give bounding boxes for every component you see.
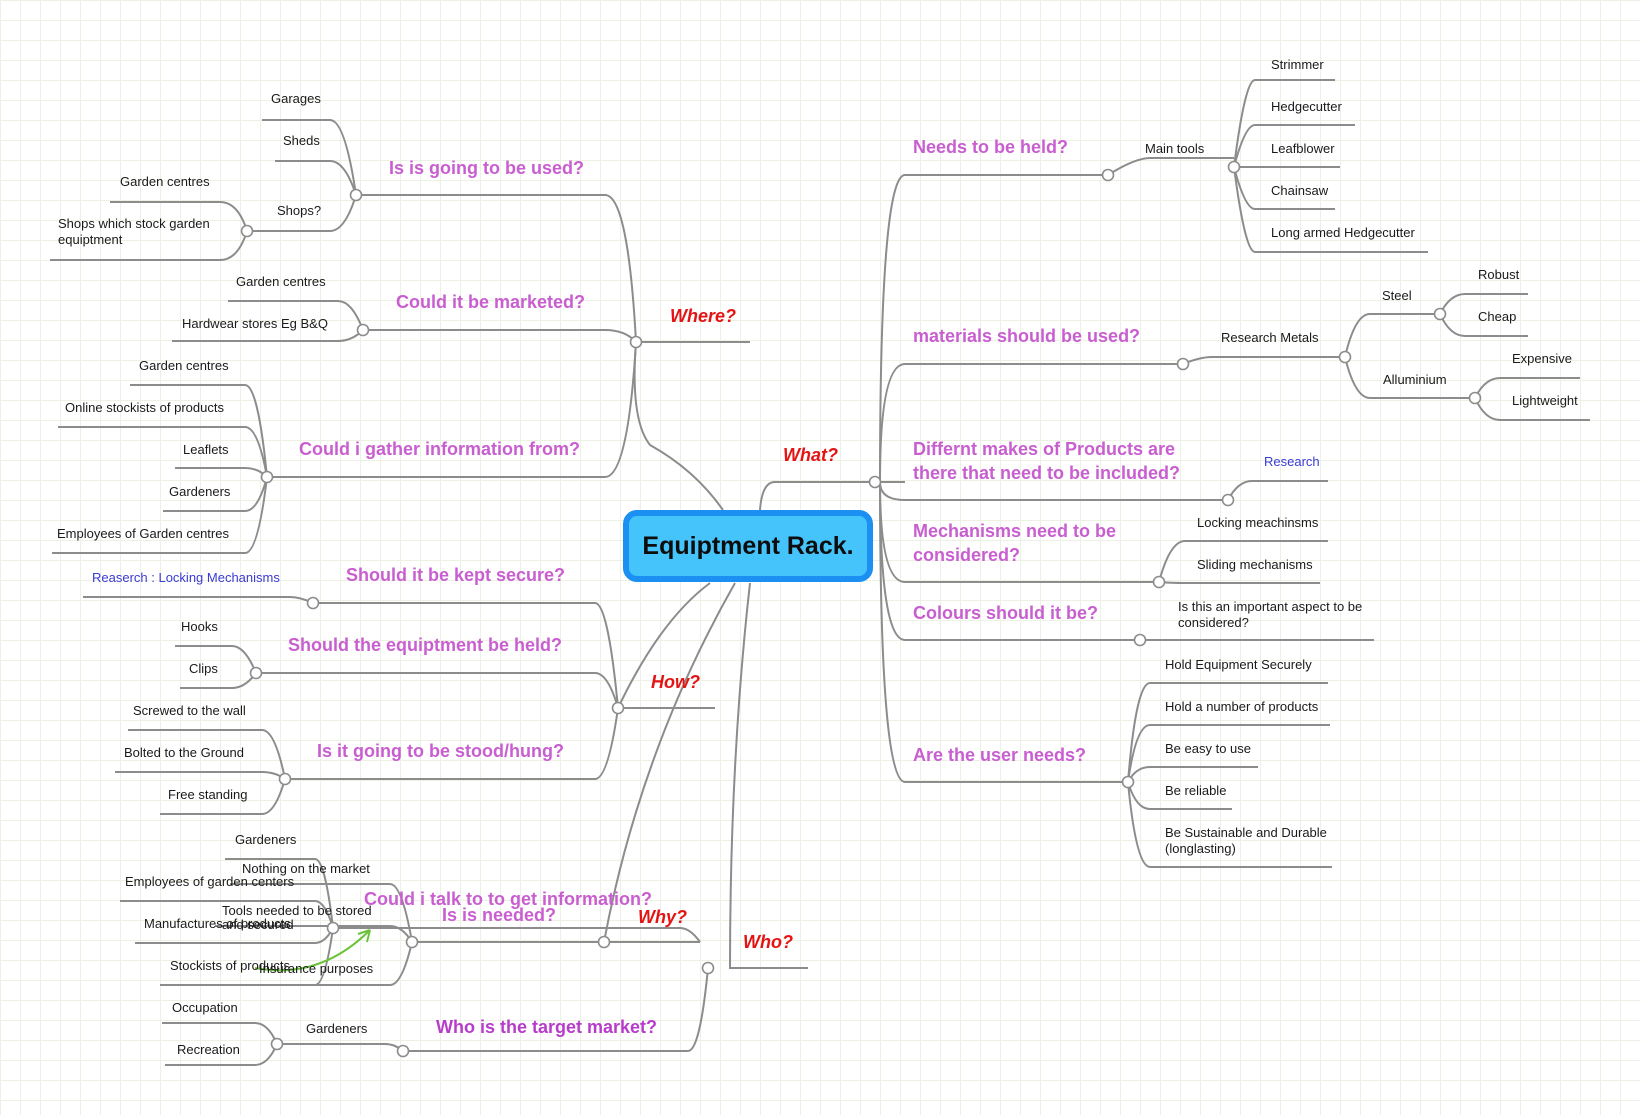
topic-needed[interactable]: Is is needed? (442, 905, 557, 925)
leaf-user-need[interactable]: Hold a number of products (1165, 699, 1319, 714)
topic-colours[interactable]: Colours should it be? (913, 603, 1098, 623)
topic-makes-line1[interactable]: Differnt makes of Products are (913, 439, 1176, 459)
topic-equipment-held[interactable]: Should the equiptment be held? (288, 635, 562, 655)
leaf-source[interactable]: Gardeners (169, 484, 231, 499)
topic-makes-line2[interactable]: there that need to be included? (913, 463, 1181, 483)
leaf-user-need[interactable]: Be reliable (1165, 783, 1227, 798)
leaf-gardener-type[interactable]: Occupation (172, 1000, 238, 1015)
leaf-reason-line1[interactable]: Tools needed to be stored (222, 903, 372, 918)
leaf-user-need[interactable]: Be easy to use (1165, 741, 1251, 756)
node-gardeners[interactable]: Gardeners (306, 1021, 368, 1036)
leaf-holder[interactable]: Hooks (181, 619, 218, 634)
leaf-market[interactable]: Hardwear stores Eg B&Q (182, 316, 328, 331)
topic-materials[interactable]: materials should be used? (913, 326, 1141, 346)
leaf-holder[interactable]: Clips (189, 661, 218, 676)
leaf-steel-property[interactable]: Robust (1478, 267, 1520, 282)
leaf-mounting[interactable]: Screwed to the wall (133, 703, 246, 718)
leaf-shop-line1[interactable]: Shops which stock garden (58, 216, 210, 231)
topic-target-market[interactable]: Who is the target market? (436, 1017, 658, 1037)
branch-how[interactable]: How? (651, 672, 700, 692)
leaf-user-need[interactable]: Hold Equipment Securely (1165, 657, 1312, 672)
node-steel[interactable]: Steel (1382, 288, 1412, 303)
leaf-tool[interactable]: Long armed Hedgecutter (1271, 225, 1415, 240)
leaf-tool[interactable]: Leafblower (1271, 141, 1335, 156)
topic-used[interactable]: Is is going to be used? (389, 158, 585, 178)
topic-mechanisms-line2[interactable]: considered? (913, 545, 1021, 565)
leaf-reason-line2[interactable]: and secured (222, 917, 294, 932)
leaf-user-need-line2[interactable]: (longlasting) (1165, 841, 1236, 856)
branch-where[interactable]: Where? (670, 306, 737, 326)
branch-who[interactable]: Who? (743, 932, 793, 952)
leaf-colours-note-line1[interactable]: Is this an important aspect to be (1178, 599, 1363, 614)
topic-gather[interactable]: Could i gather information from? (299, 439, 580, 459)
leaf-mechanism[interactable]: Locking meachinsms (1197, 515, 1319, 530)
branch-why[interactable]: Why? (638, 907, 687, 927)
leaf-tool[interactable]: Hedgecutter (1271, 99, 1342, 114)
branch-what[interactable]: What? (783, 445, 838, 465)
leaf-source[interactable]: Employees of Garden centres (57, 526, 229, 541)
leaf-aluminium-property[interactable]: Expensive (1512, 351, 1572, 366)
leaf-location[interactable]: Sheds (283, 133, 320, 148)
node-main-tools[interactable]: Main tools (1145, 141, 1205, 156)
leaf-mechanism[interactable]: Sliding mechanisms (1197, 557, 1313, 572)
leaf-colours-note-line2[interactable]: considered? (1178, 615, 1249, 630)
topic-marketed[interactable]: Could it be marketed? (396, 292, 586, 312)
leaf-tool[interactable]: Chainsaw (1271, 183, 1329, 198)
topic-secure[interactable]: Should it be kept secure? (346, 565, 566, 585)
leaf-source[interactable]: Online stockists of products (65, 400, 224, 415)
topic-mechanisms-line1[interactable]: Mechanisms need to be (913, 521, 1117, 541)
locking-mechanisms-link[interactable]: Reaserch : Locking Mechanisms (92, 570, 280, 585)
leaf-market[interactable]: Garden centres (236, 274, 326, 289)
leaf-reason[interactable]: Nothing on the market (242, 861, 370, 876)
leaf-shop[interactable]: Garden centres (120, 174, 210, 189)
node-shops[interactable]: Shops? (277, 203, 322, 218)
central-topic[interactable]: Equiptment Rack. (623, 510, 873, 582)
leaf-contact[interactable]: Stockists of products (170, 958, 290, 973)
topic-stood-hung[interactable]: Is it going to be stood/hung? (317, 741, 564, 761)
leaf-contact[interactable]: Manufactures of products (144, 916, 291, 931)
node-aluminium[interactable]: Alluminium (1383, 372, 1447, 387)
leaf-steel-property[interactable]: Cheap (1478, 309, 1517, 324)
leaf-source[interactable]: Leaflets (183, 442, 229, 457)
leaf-source[interactable]: Garden centres (139, 358, 229, 373)
research-link[interactable]: Research (1264, 454, 1320, 469)
topic-needs-held[interactable]: Needs to be held? (913, 137, 1069, 157)
leaf-mounting[interactable]: Free standing (168, 787, 248, 802)
leaf-reason[interactable]: Insurance purposes (259, 961, 374, 976)
leaf-contact[interactable]: Employees of garden centers (125, 874, 295, 889)
leaf-shop-line2[interactable]: equiptment (58, 232, 123, 247)
leaf-aluminium-property[interactable]: Lightweight (1512, 393, 1578, 408)
leaf-location[interactable]: Garages (271, 91, 321, 106)
leaf-gardener-type[interactable]: Recreation (177, 1042, 240, 1057)
leaf-contact[interactable]: Gardeners (235, 832, 297, 847)
leaf-mounting[interactable]: Bolted to the Ground (124, 745, 244, 760)
node-research-metals[interactable]: Research Metals (1221, 330, 1319, 345)
leaf-tool[interactable]: Strimmer (1271, 57, 1324, 72)
topic-user-needs[interactable]: Are the user needs? (913, 745, 1087, 765)
leaf-user-need-line1[interactable]: Be Sustainable and Durable (1165, 825, 1327, 840)
topic-talk[interactable]: Could i talk to to get information? (364, 889, 652, 909)
